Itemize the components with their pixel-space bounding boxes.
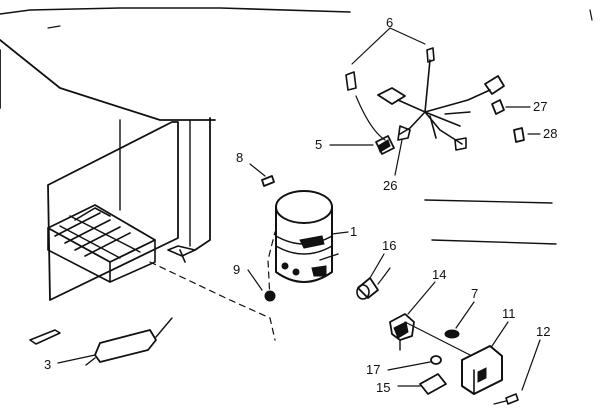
callout-9: 9 (233, 262, 240, 277)
grommet-9 (264, 290, 276, 302)
callout-labels: 6 5 26 27 28 8 1 16 9 14 7 11 12 3 17 15 (44, 15, 557, 395)
evaporator-tray (47, 204, 156, 283)
callout-8: 8 (236, 150, 243, 165)
callout-5: 5 (315, 137, 322, 152)
drier-part (29, 317, 173, 366)
callout-12: 12 (536, 324, 550, 339)
callout-3: 3 (44, 357, 51, 372)
clip-8 (261, 175, 275, 187)
callout-26: 26 (383, 178, 397, 193)
callout-16: 16 (382, 238, 396, 253)
callout-15: 15 (376, 380, 390, 395)
callout-1: 1 (350, 224, 357, 239)
callout-17: 17 (366, 362, 380, 377)
callout-27: 27 (533, 99, 547, 114)
relay-11 (461, 345, 503, 395)
cap-17 (430, 355, 442, 365)
callout-7: 7 (471, 286, 478, 301)
washer-7 (444, 329, 460, 339)
terminal-28 (513, 127, 525, 143)
valve-14 (389, 313, 415, 351)
callout-28: 28 (543, 126, 557, 141)
sleeve-15 (419, 373, 447, 395)
leader-lines (57, 27, 541, 391)
callout-11: 11 (502, 306, 516, 321)
connector-5 (375, 135, 395, 155)
wiring-harness (345, 47, 505, 151)
screw-12 (493, 393, 519, 405)
terminal-27 (491, 99, 505, 115)
callout-14: 14 (432, 267, 446, 282)
callout-6: 6 (386, 15, 393, 30)
compressor (275, 190, 339, 283)
frame-lines (0, 7, 593, 245)
leader-dashed (149, 231, 276, 341)
fitting-16 (356, 267, 391, 300)
cabinet (0, 39, 216, 301)
